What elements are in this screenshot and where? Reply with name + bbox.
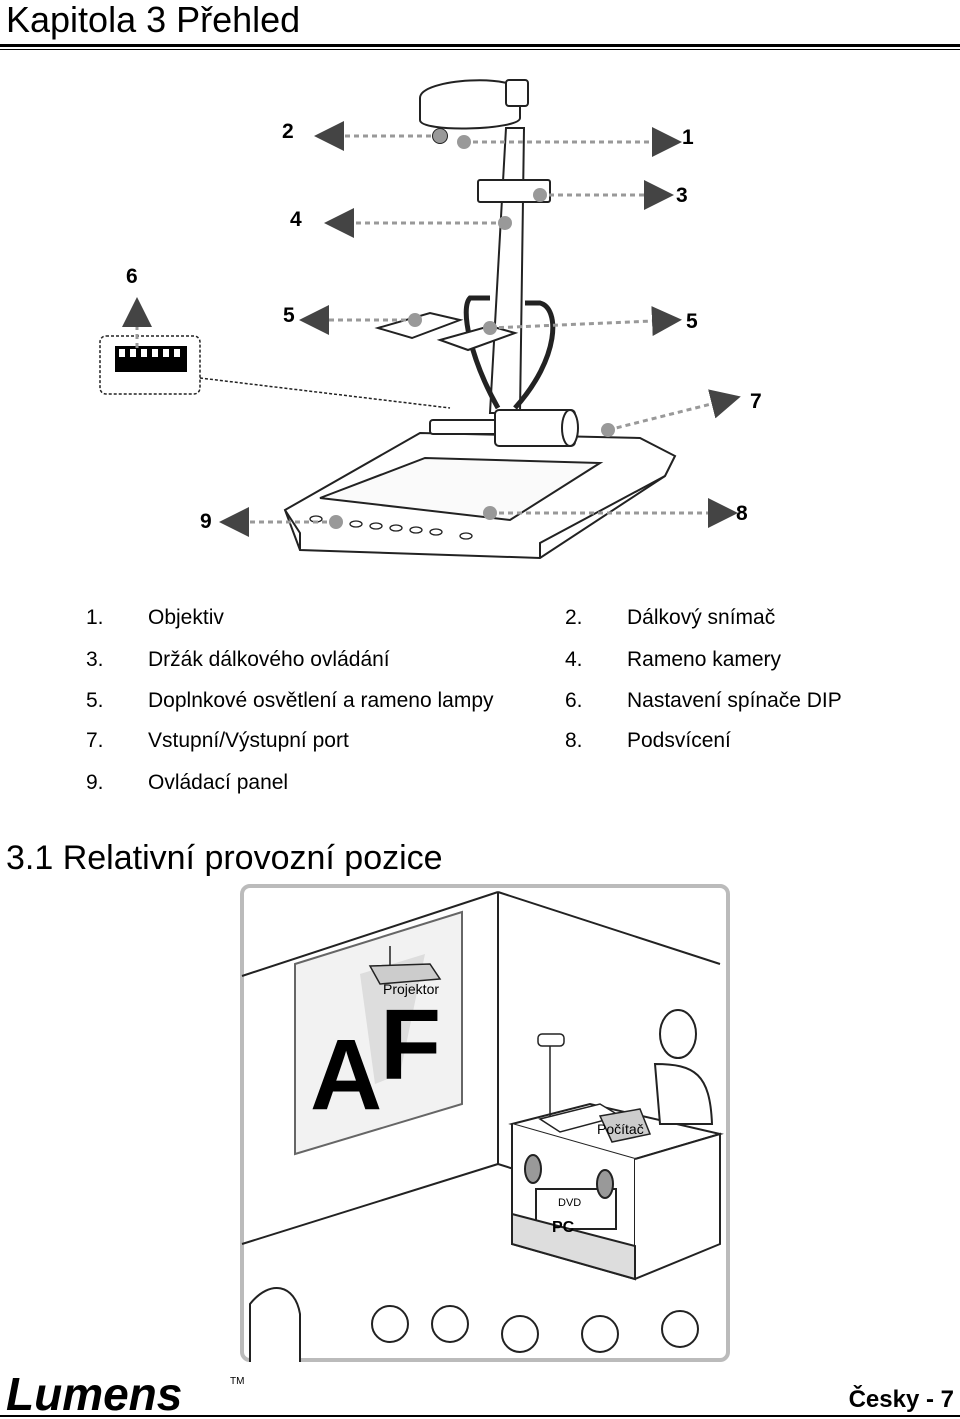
callout-4: 4 [290, 208, 302, 231]
footer-rule [0, 1415, 960, 1417]
callout-5b: 5 [686, 310, 698, 333]
dvd-label: DVD [558, 1197, 581, 1209]
page-title: Kapitola 3 Přehled [6, 0, 301, 40]
title-underline [0, 44, 960, 47]
svg-text:TM: TM [230, 1376, 244, 1387]
title-underline-thin [0, 49, 960, 50]
dip-switch-inset [99, 335, 451, 409]
callout-3: 3 [676, 184, 688, 207]
section-title: 3.1 Relativní provozní pozice [6, 839, 443, 877]
svg-text:Lumens: Lumens [6, 1370, 182, 1416]
laptop [598, 1108, 652, 1143]
screen-letter-f: F [380, 989, 441, 1101]
desk [508, 1102, 724, 1281]
callout-7: 7 [750, 390, 762, 413]
callout-1: 1 [682, 126, 694, 149]
projection-screen: A F [294, 910, 463, 1156]
page-number: Česky - 7 [848, 1386, 954, 1413]
room-illustration: A F Projektor DVD PC Počítač [240, 884, 730, 1362]
callout-line-5b [489, 306, 682, 337]
camera-arm [463, 127, 579, 447]
presenter [653, 1009, 714, 1125]
computer-label: Počítač [597, 1121, 644, 1137]
lumens-logo: Lumens TM [6, 1370, 244, 1416]
camera-base [283, 419, 677, 560]
callout-9: 9 [200, 510, 212, 533]
projector-label: Projektor [383, 981, 439, 997]
callout-line-7 [607, 389, 741, 432]
pc-label: PC [552, 1219, 575, 1236]
projector [368, 946, 442, 985]
callout-6: 6 [126, 265, 138, 288]
callout-8: 8 [736, 502, 748, 525]
audience [249, 1287, 699, 1362]
callout-5a: 5 [283, 304, 295, 327]
document-camera-diagram: 1 2 3 4 5 5 6 7 8 9 [99, 79, 762, 560]
callout-2: 2 [282, 120, 294, 143]
screen-letter-a: A [310, 1019, 382, 1131]
